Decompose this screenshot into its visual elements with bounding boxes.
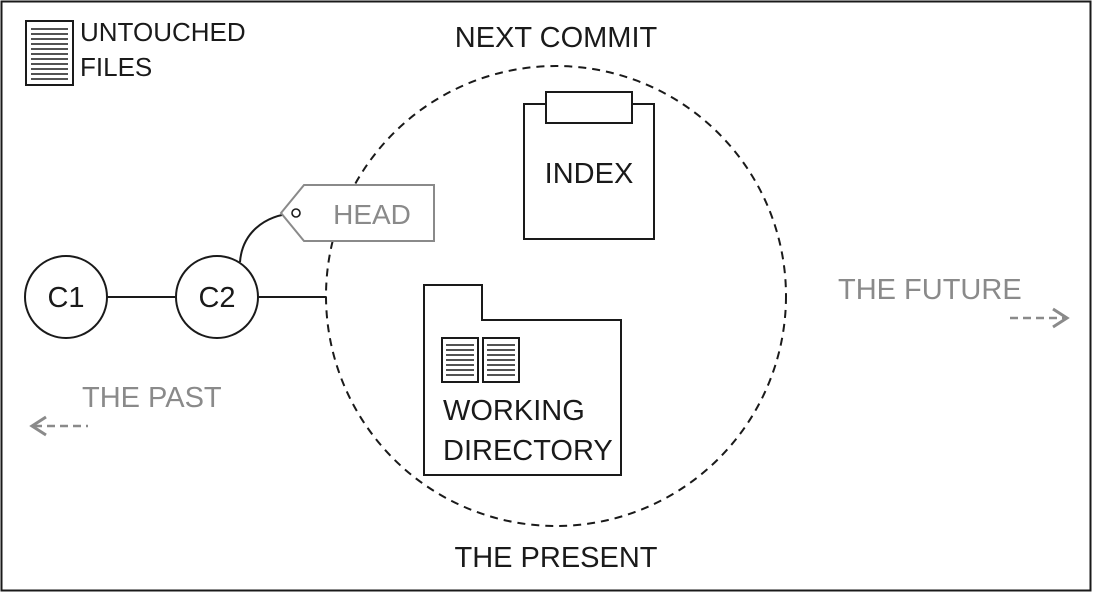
working-directory-line2: DIRECTORY — [443, 435, 613, 467]
arrow-right-icon — [1010, 307, 1070, 329]
head-label: HEAD — [333, 199, 411, 230]
commit-node-c1: C1 — [24, 255, 108, 339]
the-past-label: THE PAST — [82, 382, 222, 414]
commit-label: C2 — [198, 282, 235, 314]
document-icon — [441, 337, 520, 383]
next-commit-label: NEXT COMMIT — [455, 22, 658, 54]
present-boundary — [325, 65, 787, 527]
index-label: INDEX — [545, 158, 634, 190]
folder-icon — [423, 284, 622, 476]
head-tag: HEAD — [279, 184, 435, 242]
index-box: INDEX — [523, 91, 655, 240]
working-directory-line1: WORKING — [443, 395, 585, 427]
commit-node-c2: C2 — [175, 255, 259, 339]
legend-label-line1: UNTOUCHED — [80, 17, 246, 47]
legend-untouched-files: UNTOUCHED FILES — [25, 17, 246, 86]
clipboard-icon — [523, 91, 655, 240]
working-directory-box: WORKING DIRECTORY — [423, 284, 622, 476]
the-future-label: THE FUTURE — [838, 274, 1022, 306]
the-present-label: THE PRESENT — [454, 542, 657, 574]
legend-label-line2: FILES — [80, 52, 152, 82]
commit-label: C1 — [47, 282, 84, 314]
document-icon — [25, 20, 74, 86]
arrow-left-icon — [29, 415, 88, 437]
tag-icon — [279, 184, 435, 242]
